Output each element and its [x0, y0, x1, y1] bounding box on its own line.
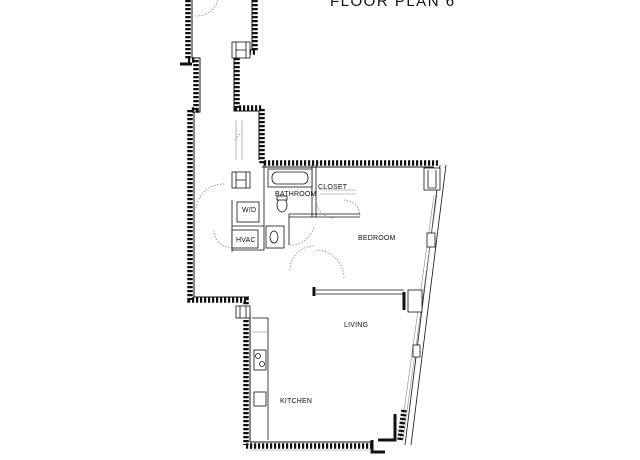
- structural-columns: [231, 41, 251, 319]
- label-kitchen: KITCHEN: [280, 398, 312, 405]
- fixtures: [231, 168, 372, 451]
- label-living: LIVING: [344, 322, 368, 329]
- label-bathroom: BATHROOM: [275, 191, 317, 198]
- interior-walls: [231, 163, 404, 296]
- room-labels: BATHROOM CLOSET W/D HVAC BEDROOM LIVING …: [236, 184, 396, 405]
- window-wall: [370, 164, 447, 454]
- label-bedroom: BEDROOM: [358, 235, 396, 242]
- wall-outlines: [191, 0, 434, 443]
- label-wd: W/D: [242, 207, 256, 214]
- plan-title: FLOOR PLAN 6: [330, 0, 456, 10]
- door-swings: [195, 0, 361, 279]
- label-hvac: HVAC: [236, 237, 256, 244]
- label-closet: CLOSET: [318, 184, 348, 191]
- exterior-walls: [185, 0, 438, 449]
